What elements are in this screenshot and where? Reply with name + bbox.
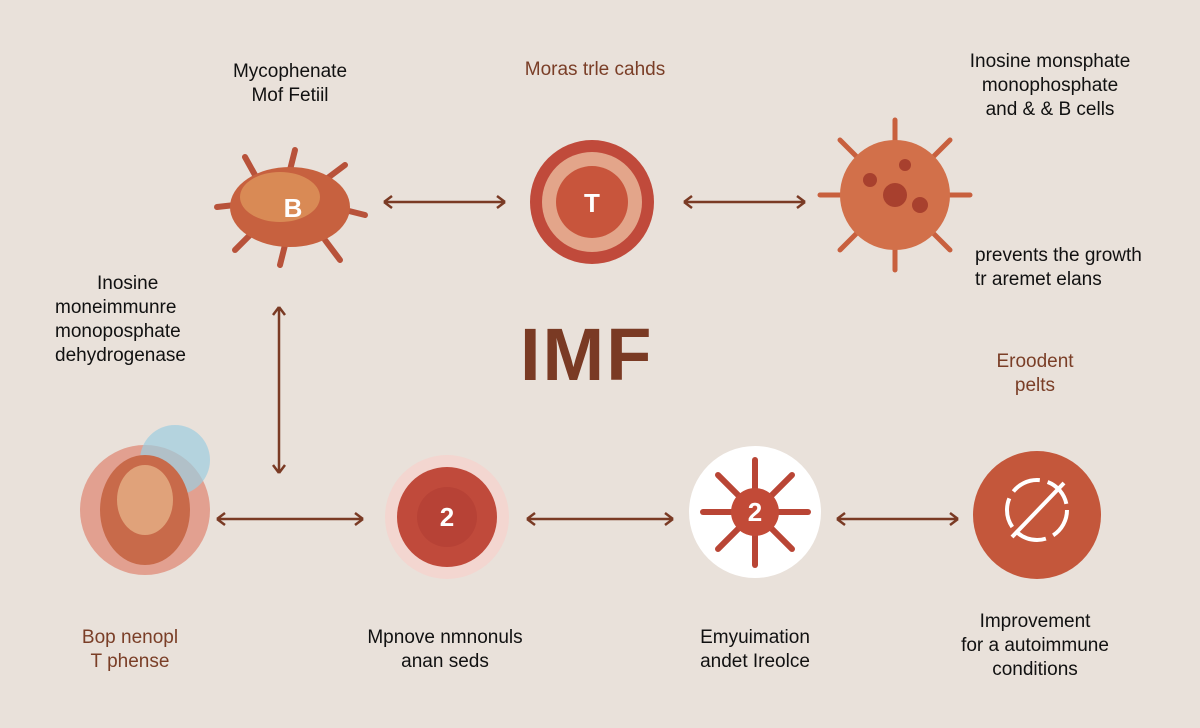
label-line: monoposphate <box>55 321 181 342</box>
cell-2b-icon: 2 <box>689 446 821 578</box>
label-bottom-2: Mpnove nmnonuls anan seds <box>340 626 550 674</box>
diagram-title: IMF <box>520 313 654 396</box>
label-line: tr aremet elans <box>975 269 1102 290</box>
label-line: Emyuimation <box>700 627 810 648</box>
arrow-b-t <box>383 195 506 209</box>
label-bottom-1: Bop nenopl T phense <box>60 626 200 674</box>
arrow-bottom-1 <box>216 512 364 526</box>
label-left-mid: Inosine moneimmunre monoposphate dehydrogen… <box>55 272 225 368</box>
cell-label: 2 <box>440 502 454 532</box>
infected-cell-icon <box>80 425 210 575</box>
label-right-mid: prevents the growth tr aremet elans <box>975 244 1175 292</box>
label-line: for a autoimmune <box>961 635 1109 656</box>
label-top-right: Inosine monsphate monophosphate and & & B … <box>940 50 1160 122</box>
label-line: moneimmunre <box>55 297 177 318</box>
label-bottom-3: Emyuimation andet Ireolce <box>670 626 840 674</box>
immune-improvement-icon <box>973 451 1101 579</box>
label-right-small: Eroodent pelts <box>960 350 1110 398</box>
label-line: Eroodent <box>996 351 1074 372</box>
label-line: Improvement <box>979 611 1091 632</box>
t-cell-icon: T <box>530 140 654 264</box>
arrow-vertical <box>272 306 286 474</box>
label-line: and & & B cells <box>985 99 1115 120</box>
label-line: Mof Fetiil <box>251 85 329 106</box>
label-line: Inosine <box>97 273 159 294</box>
label-line: conditions <box>992 659 1078 680</box>
arrow-t-virus <box>683 195 806 209</box>
cell-label: B <box>284 193 303 223</box>
label-line: T phense <box>90 651 170 672</box>
cell-label: T <box>584 188 600 218</box>
label-line: dehydrogenase <box>55 345 186 366</box>
label-top-center: Moras trle cahds <box>524 59 666 80</box>
label-line: Inosine monsphate <box>969 51 1131 72</box>
label-line: monophosphate <box>981 75 1119 96</box>
label-line: Bop nenopl <box>81 627 179 648</box>
label-line: Mycophenate <box>232 61 348 82</box>
arrow-bottom-3 <box>836 512 959 526</box>
label-line: pelts <box>1014 375 1056 396</box>
label-bottom-4: Improvement for a autoimmune conditions <box>930 610 1140 682</box>
cell-2-icon: 2 <box>385 455 509 579</box>
label-line: andet Ireolce <box>700 651 810 672</box>
b-cell-icon: B <box>214 147 368 268</box>
virus-icon <box>817 117 973 273</box>
label-line: prevents the growth <box>975 245 1142 266</box>
label-line: Mpnove nmnonuls <box>367 627 523 648</box>
arrow-bottom-2 <box>526 512 674 526</box>
label-line: anan seds <box>401 651 489 672</box>
cell-label: 2 <box>748 497 762 527</box>
